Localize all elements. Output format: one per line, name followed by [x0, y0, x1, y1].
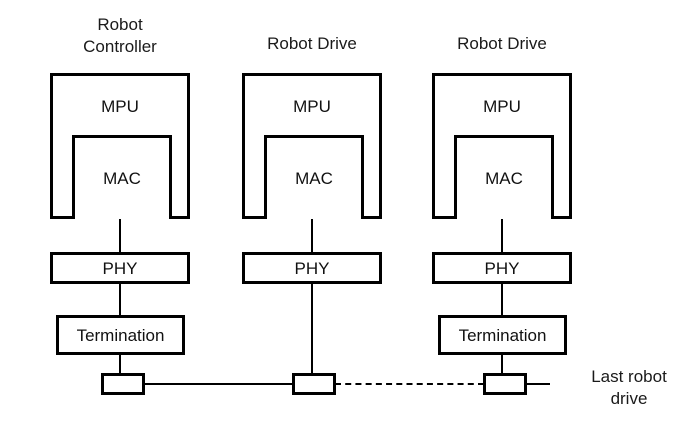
mac-label: MAC [103, 169, 141, 188]
mac-box-robot-controller: MAC [72, 135, 172, 219]
connector-phy-to-tap-robot-drive-1 [311, 283, 313, 374]
phy-label: PHY [484, 258, 520, 278]
termination-box-robot-drive-2: Termination [438, 315, 567, 355]
connector-phy-to-termination-robot-controller [119, 283, 121, 316]
mpu-label: MPU [483, 97, 521, 116]
termination-label: Termination [458, 325, 547, 345]
connector-mpu-to-phy-robot-controller [119, 219, 121, 253]
phy-box-robot-drive-1: PHY [242, 252, 382, 284]
phy-box-robot-drive-2: PHY [432, 252, 572, 284]
mac-box-robot-drive-1: MAC [264, 135, 364, 219]
mpu-label: MPU [293, 97, 331, 116]
connector-mpu-to-phy-robot-drive-1 [311, 219, 313, 253]
mac-label: MAC [485, 169, 523, 188]
column-title-robot-controller: Robot Controller [83, 15, 157, 56]
last-robot-drive-note: Last robot drive [591, 367, 667, 408]
termination-box-robot-controller: Termination [56, 315, 185, 355]
mac-box-robot-drive-2: MAC [454, 135, 554, 219]
mac-label: MAC [295, 169, 333, 188]
bus-tap-robot-drive-2 [483, 373, 527, 395]
phy-box-robot-controller: PHY [50, 252, 190, 284]
column-title-robot-drive-2: Robot Drive [457, 34, 547, 53]
connector-termination-to-tap-robot-controller [119, 354, 121, 374]
mpu-label: MPU [101, 97, 139, 116]
bus-segment-dashed [335, 383, 484, 385]
bus-tap-robot-controller [101, 373, 145, 395]
connector-phy-to-termination-robot-drive-2 [501, 283, 503, 316]
bus-tap-robot-drive-1 [292, 373, 336, 395]
phy-label: PHY [102, 258, 138, 278]
column-title-robot-drive-1: Robot Drive [267, 34, 357, 53]
phy-label: PHY [294, 258, 330, 278]
termination-label: Termination [76, 325, 165, 345]
bus-segment-solid [144, 383, 293, 385]
connector-termination-to-tap-robot-drive-2 [501, 354, 503, 374]
bus-segment-end-stub [526, 383, 550, 385]
connector-mpu-to-phy-robot-drive-2 [501, 219, 503, 253]
